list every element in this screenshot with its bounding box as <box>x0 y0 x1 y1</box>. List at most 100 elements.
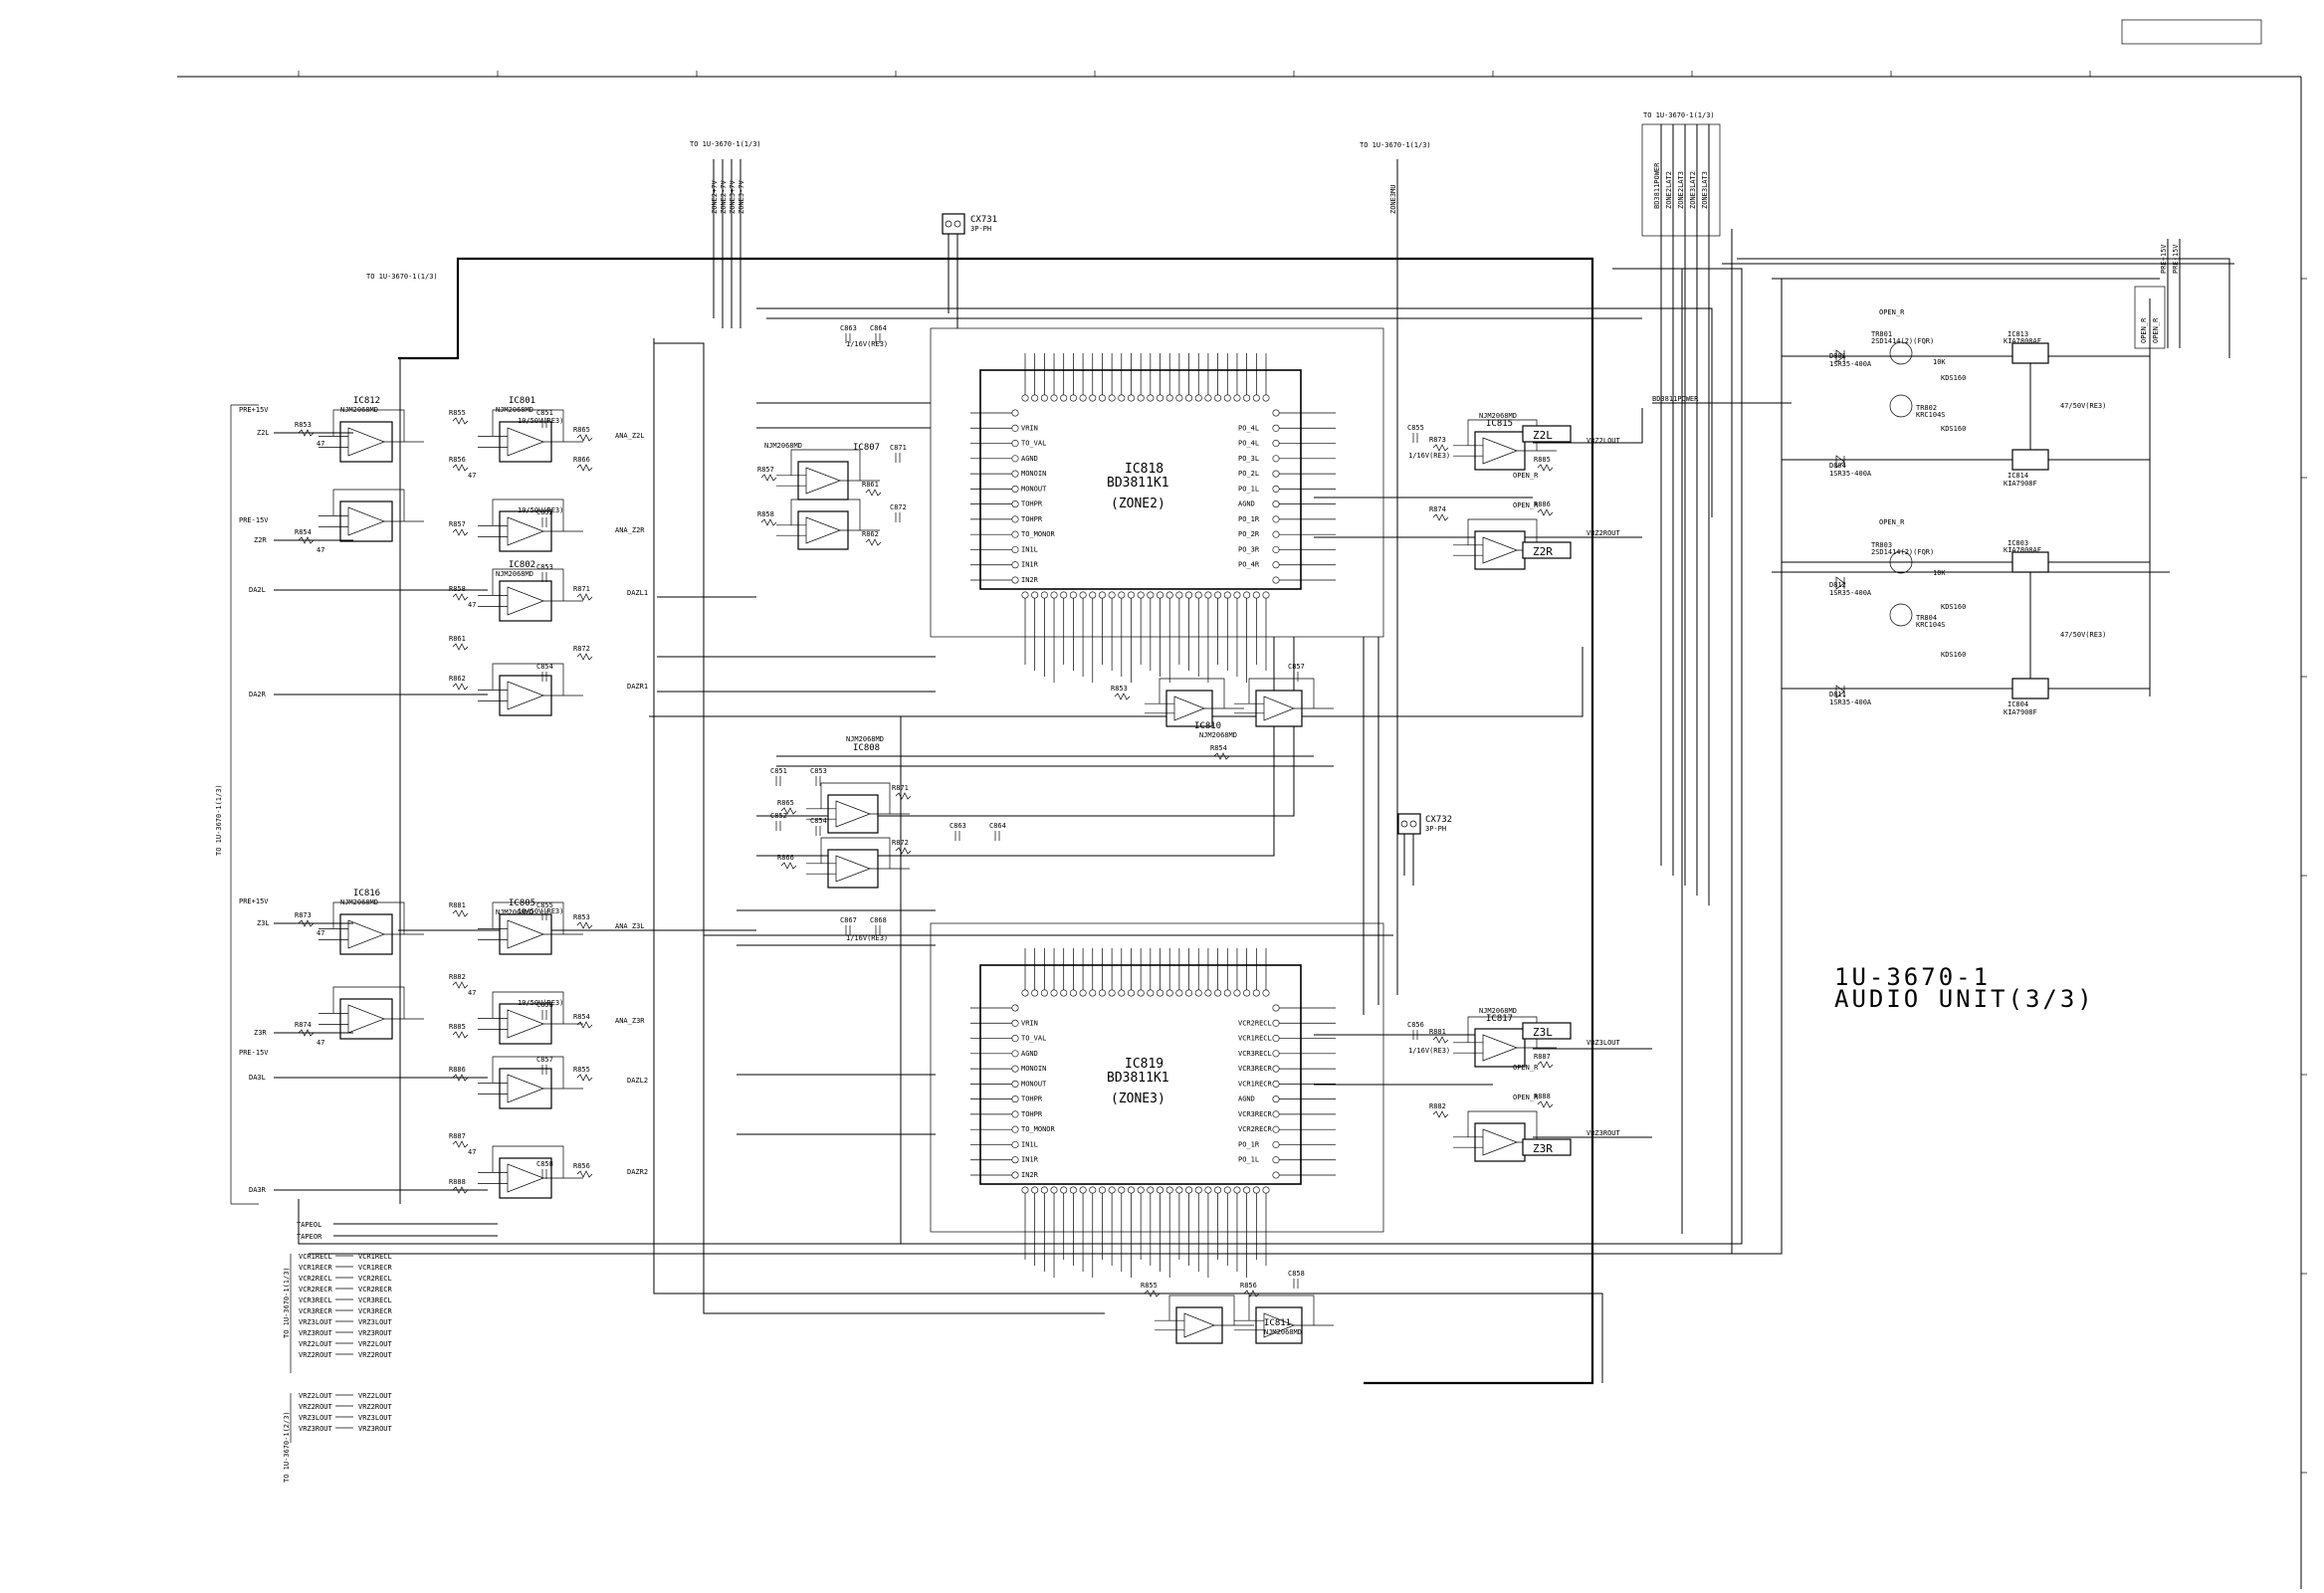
opamp-symbol <box>507 516 544 546</box>
svg-text:2SD1414(2)(FQR): 2SD1414(2)(FQR) <box>1871 548 1934 556</box>
ic-pin <box>1175 591 1183 599</box>
opamp-symbol <box>347 1004 385 1034</box>
resistor-ref: R856 <box>1240 1282 1257 1290</box>
svg-text:PRE+15V: PRE+15V <box>239 897 269 905</box>
resistor-ref: R861 <box>449 635 466 643</box>
svg-text:10K: 10K <box>1933 358 1946 366</box>
resistor-ref: R854 <box>573 1013 590 1021</box>
ic-pin <box>1031 591 1039 599</box>
ic-pin <box>1165 591 1173 599</box>
output-net-labels: VRZ2LOUT VRZ2ROUT VRZ3LOUT VRZ3ROUT BD38… <box>1586 395 1699 1137</box>
svg-text:Z2L: Z2L <box>257 429 270 437</box>
ic-pin <box>1069 591 1077 599</box>
svg-text:10K: 10K <box>1933 569 1946 577</box>
svg-text:PRE+15V: PRE+15V <box>239 406 269 414</box>
svg-text:IC818: IC818 <box>1125 462 1163 477</box>
svg-text:NJM2068MD: NJM2068MD <box>1479 1007 1517 1015</box>
rbus-label-0: BD3811POWER <box>1653 162 1661 209</box>
ic-pin <box>1223 591 1231 599</box>
svg-text:NJM2068MD: NJM2068MD <box>1479 412 1517 420</box>
svg-text:KDS160: KDS160 <box>1941 651 1966 659</box>
value-label: 10/50V(RE3) <box>518 506 563 514</box>
svg-text:NJM2068MD: NJM2068MD <box>764 442 802 450</box>
net-name-left: VRZ3ROUT <box>299 1329 333 1337</box>
net-name-right: VCR3RECR <box>358 1307 393 1315</box>
svg-text:IC819: IC819 <box>1125 1057 1163 1072</box>
svg-text:Z3L: Z3L <box>257 919 270 927</box>
ic-pin <box>1011 1019 1019 1027</box>
ic-pin <box>1272 470 1280 478</box>
svg-text:TR803: TR803 <box>1871 541 1892 549</box>
svg-text:PRE-15V: PRE-15V <box>2172 244 2180 274</box>
pin-label-left: AGND <box>1021 455 1038 463</box>
svg-text:BD3811K1: BD3811K1 <box>1107 476 1169 491</box>
net-name-left: VCR3RECR <box>299 1307 333 1315</box>
ic-pin <box>1185 989 1193 997</box>
svg-text:DAZR2: DAZR2 <box>627 1168 648 1176</box>
svg-text:IC802: IC802 <box>509 560 535 570</box>
ic-pin <box>1050 394 1058 402</box>
resistor-ref: R862 <box>449 675 466 683</box>
pin-label-right: PO_1L <box>1238 485 1259 493</box>
resistor-ref: R853 <box>573 913 590 921</box>
zone3-mute-label: ZONE3MU <box>1389 184 1397 214</box>
capacitor-ref: C852 <box>770 812 787 820</box>
zone-z3l-label: Z3L <box>1533 1026 1553 1039</box>
ic-pin <box>1214 1186 1222 1194</box>
resistor-ref: R873 <box>295 911 312 919</box>
ic-pin <box>1233 989 1241 997</box>
pin-label-right: VCR2RECL <box>1238 1019 1272 1027</box>
ic-pin <box>1031 394 1039 402</box>
resistor-ref: R888 <box>1534 1093 1551 1100</box>
resistor-ref: R881 <box>449 901 466 909</box>
svg-text:IC812: IC812 <box>353 396 380 406</box>
ic-pin <box>1011 1095 1019 1103</box>
resistor-ref: R872 <box>892 839 909 847</box>
ic-pin <box>1272 515 1280 523</box>
ic-pin <box>1272 440 1280 448</box>
ic-pin <box>1272 530 1280 538</box>
pin-label-right: PO_2R <box>1238 530 1260 538</box>
bus-label-0: ZONE2+7V <box>711 179 719 214</box>
net-name-left: VRZ3LOUT <box>299 1414 333 1422</box>
ic-pin <box>1157 591 1164 599</box>
ic-pin <box>1272 561 1280 569</box>
ic-pin <box>1243 394 1251 402</box>
resistor-ref: R874 <box>1429 505 1446 513</box>
value-label: 47 <box>317 440 324 448</box>
opamp-symbol <box>1263 1312 1295 1338</box>
top-right-bus: BD3811POWER ZONE2LAT2 ZONE2LAT3 ZONE3LAT… <box>1641 123 1721 905</box>
resistor-ref: R885 <box>1534 456 1551 464</box>
ic-pin <box>1137 1186 1145 1194</box>
ic-pin <box>1011 424 1019 432</box>
ic-pin <box>1040 394 1048 402</box>
svg-text:NJM2068MD: NJM2068MD <box>1199 731 1237 739</box>
opamp-layer <box>318 409 1557 1344</box>
ic-pin <box>1079 1186 1087 1194</box>
svg-text:D811: D811 <box>1829 691 1846 698</box>
opamp-symbol <box>835 800 871 828</box>
ic-pin <box>1262 394 1270 402</box>
ic-pin <box>1243 989 1251 997</box>
net-name-right: VRZ2ROUT <box>358 1351 393 1359</box>
svg-text:IC811: IC811 <box>1264 1318 1291 1328</box>
resistor-ref: R865 <box>573 426 590 434</box>
pin-label-left: TO_VAL <box>1021 1035 1046 1043</box>
ic-pin <box>1165 394 1173 402</box>
pin-label-left: IN1L <box>1021 1140 1038 1148</box>
main-wiring <box>298 229 2230 1385</box>
rbus-label-4: ZONE3LAT3 <box>1701 171 1709 209</box>
opamp-symbol <box>347 919 385 949</box>
pin-label-right: AGND <box>1238 1095 1255 1103</box>
resistor-ref: R886 <box>1534 500 1551 508</box>
pin-label-right: PO_3R <box>1238 545 1260 553</box>
resistor-ref: R887 <box>449 1132 466 1140</box>
ic-pin <box>1011 1125 1019 1133</box>
resistor-ref: R853 <box>295 421 312 429</box>
ic-pin <box>1272 1035 1280 1043</box>
svg-text:KIA7808AF: KIA7808AF <box>2004 546 2041 554</box>
svg-text:KRC104S: KRC104S <box>1916 621 1946 629</box>
resistor <box>1213 752 1230 760</box>
left-terminals: PRE+15V PRE-15V PRE+15V PRE-15V Z2L Z2R … <box>230 404 488 1205</box>
